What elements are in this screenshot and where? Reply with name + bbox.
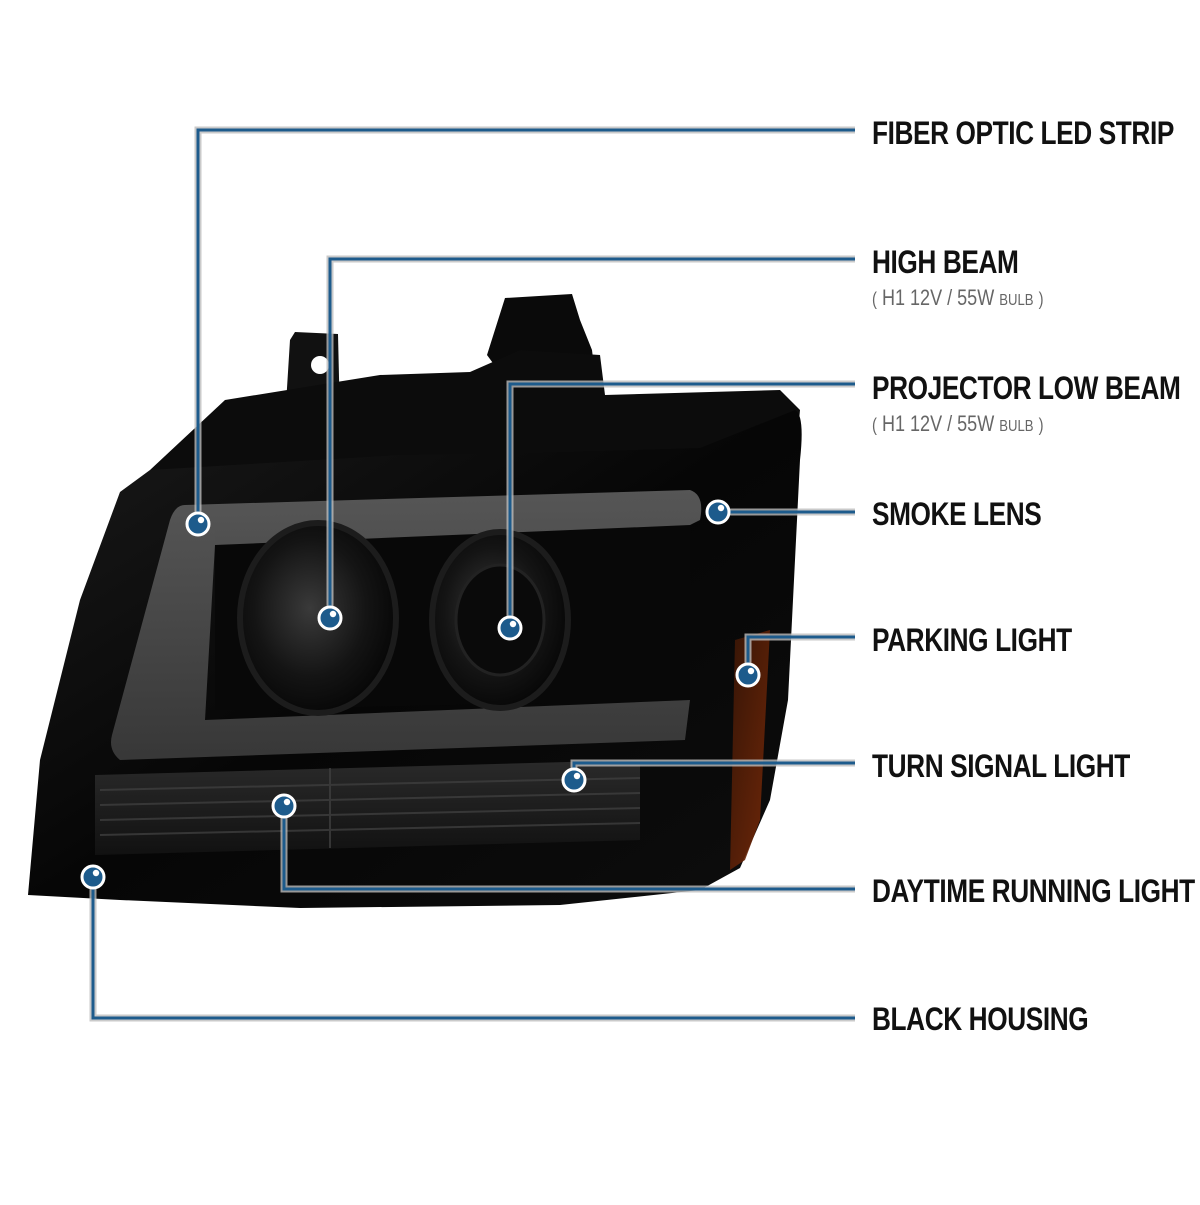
parking-light-reflector <box>730 630 770 870</box>
label-turn-signal-light: TURN SIGNAL LIGHT <box>872 748 1130 784</box>
marker-high-beam-icon <box>317 605 343 631</box>
marker-turn-signal-light-icon <box>561 767 587 793</box>
sublabel-high-beam-bulb: ( H1 12V / 55W BULB ) <box>872 285 1044 310</box>
label-daytime-running-light: DAYTIME RUNNING LIGHT <box>872 873 1195 909</box>
label-parking-light: PARKING LIGHT <box>872 622 1072 658</box>
label-smoke-lens: SMOKE LENS <box>872 496 1042 532</box>
lens-ribs <box>99 768 641 848</box>
label-projector-low-beam: PROJECTOR LOW BEAM <box>872 370 1181 406</box>
marker-black-housing-icon <box>80 864 106 890</box>
marker-projector-low-beam-icon <box>497 615 523 641</box>
sublabel-low-beam-bulb: ( H1 12V / 55W BULB ) <box>872 411 1044 436</box>
label-black-housing: BLACK HOUSING <box>872 1001 1089 1037</box>
callout-lines <box>89 126 855 1022</box>
marker-smoke-lens-icon <box>705 499 731 525</box>
label-high-beam: HIGH BEAM <box>872 244 1019 280</box>
lower-lens <box>95 760 640 855</box>
marker-parking-light-icon <box>735 662 761 688</box>
callout-markers <box>80 499 761 890</box>
marker-fiber-optic-led-strip-icon <box>185 511 211 537</box>
fiber-optic-led-strip <box>111 490 702 760</box>
marker-daytime-running-light-icon <box>271 793 297 819</box>
label-fiber-optic-led-strip: FIBER OPTIC LED STRIP <box>872 115 1174 151</box>
